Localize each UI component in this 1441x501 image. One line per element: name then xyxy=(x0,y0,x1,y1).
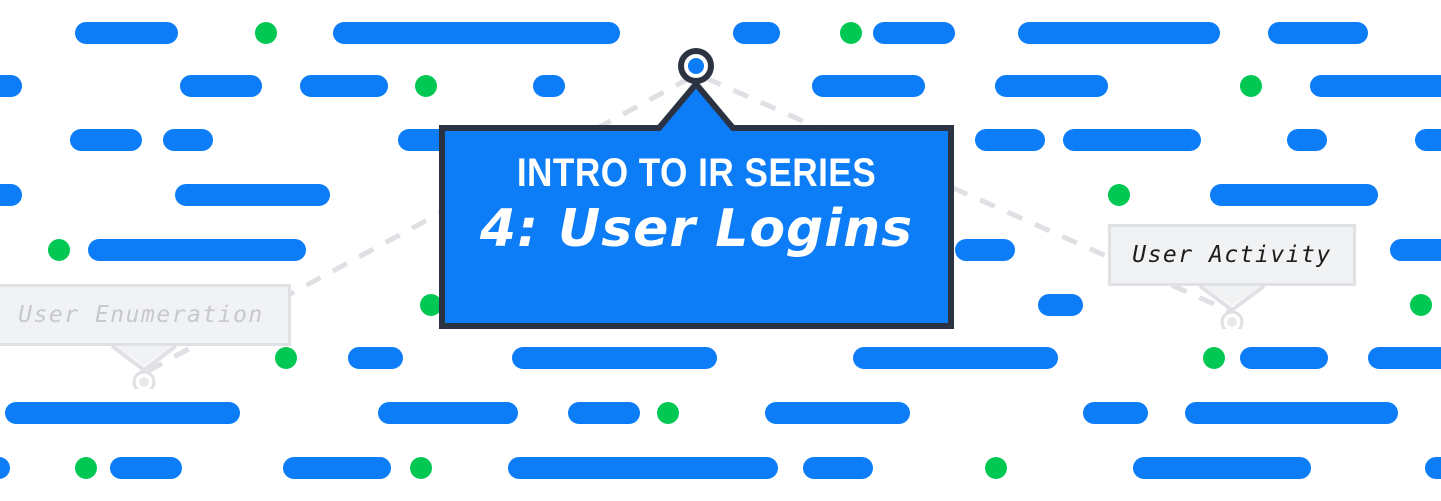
pattern-bar xyxy=(180,75,262,97)
pattern-bar xyxy=(1425,457,1441,479)
pattern-bar xyxy=(508,457,778,479)
annotation-user-enumeration-pointer xyxy=(110,344,178,389)
pattern-dot xyxy=(415,75,437,97)
pattern-bar xyxy=(873,22,955,44)
pattern-bar xyxy=(568,402,640,424)
pattern-bar xyxy=(733,22,780,44)
pattern-bar xyxy=(333,22,620,44)
annotation-user-activity-label: User Activity xyxy=(1132,242,1332,268)
pattern-bar xyxy=(0,184,22,206)
pattern-bar xyxy=(975,129,1045,151)
pattern-dot xyxy=(48,239,70,261)
pattern-dot xyxy=(840,22,862,44)
annotation-user-enumeration[interactable]: User Enumeration xyxy=(0,284,291,346)
pattern-bar xyxy=(812,75,925,97)
pattern-dot xyxy=(1108,184,1130,206)
pattern-bar xyxy=(533,75,565,97)
pattern-bar xyxy=(853,347,1058,369)
pattern-bar xyxy=(175,184,330,206)
pattern-bar xyxy=(1268,22,1368,44)
pattern-bar xyxy=(1310,75,1441,97)
pattern-dot xyxy=(410,457,432,479)
pattern-bar xyxy=(1415,129,1441,151)
pattern-dot xyxy=(420,294,442,316)
pattern-bar xyxy=(955,239,1015,261)
pattern-bar xyxy=(5,402,240,424)
pattern-bar xyxy=(1210,184,1378,206)
pattern-bar xyxy=(1185,402,1398,424)
pattern-dot xyxy=(1240,75,1262,97)
pattern-dot xyxy=(75,457,97,479)
pattern-bar xyxy=(1133,457,1311,479)
annotation-user-activity[interactable]: User Activity xyxy=(1108,224,1356,286)
pattern-bar xyxy=(75,22,178,44)
pattern-dot xyxy=(985,457,1007,479)
annotation-user-activity-pointer xyxy=(1198,284,1266,329)
pattern-bar xyxy=(0,75,22,97)
pattern-bar xyxy=(1018,22,1220,44)
pattern-bar xyxy=(512,347,717,369)
pattern-bar xyxy=(995,75,1108,97)
pattern-dot xyxy=(1410,294,1432,316)
pattern-bar xyxy=(70,129,142,151)
pattern-bar xyxy=(283,457,391,479)
pattern-bar xyxy=(348,347,403,369)
pattern-bar xyxy=(1368,347,1441,369)
pattern-bar xyxy=(300,75,388,97)
pattern-bar xyxy=(803,457,873,479)
annotation-user-enumeration-label: User Enumeration xyxy=(18,302,264,328)
pattern-bar xyxy=(163,129,213,151)
pattern-bar xyxy=(88,239,306,261)
pattern-bar xyxy=(765,402,910,424)
pattern-bar xyxy=(1063,129,1201,151)
connector-line-to-right xyxy=(704,75,1234,315)
pattern-bar xyxy=(1038,294,1083,316)
pattern-dot xyxy=(657,402,679,424)
pattern-bar xyxy=(1287,129,1327,151)
pattern-dot xyxy=(275,347,297,369)
pattern-bar xyxy=(110,457,182,479)
pattern-bar xyxy=(0,457,10,479)
main-banner: INTRO TO IR SERIES 4: User Logins xyxy=(437,46,956,331)
pattern-bar xyxy=(1083,402,1148,424)
pattern-dot xyxy=(1203,347,1225,369)
banner-top-node[interactable] xyxy=(437,46,956,331)
pattern-bar xyxy=(1240,347,1328,369)
pattern-bar xyxy=(378,402,518,424)
pattern-dot xyxy=(255,22,277,44)
pattern-bar xyxy=(1390,239,1441,261)
banner-shape xyxy=(439,79,954,329)
